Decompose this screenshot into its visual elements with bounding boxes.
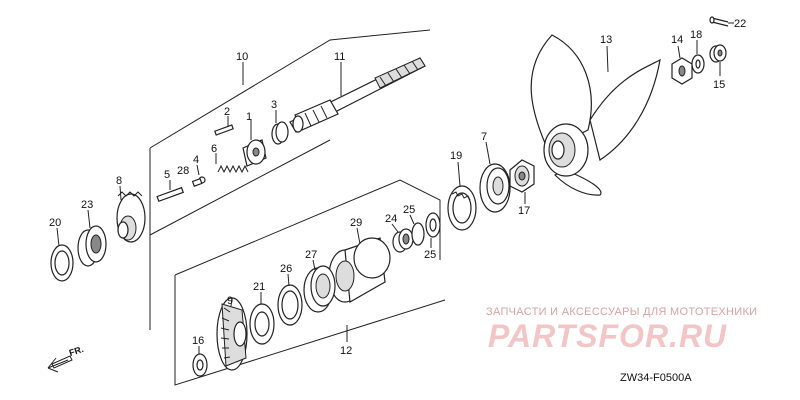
callout-18: 18 — [690, 29, 702, 41]
callout-13: 13 — [600, 34, 612, 46]
callout-14: 14 — [671, 34, 683, 46]
callout-24: 24 — [385, 213, 397, 225]
callout-21: 21 — [253, 281, 265, 293]
callout-11: 11 — [334, 51, 345, 63]
propeller-shaft — [289, 57, 426, 133]
oil-seal-a — [409, 214, 425, 246]
callout-22: 22 — [734, 18, 746, 30]
taper-roller-bearing — [77, 209, 107, 267]
assembly-10-bracket — [149, 29, 431, 330]
propeller-nut — [509, 159, 535, 204]
shim — [277, 273, 303, 326]
callout-7: 7 — [481, 131, 487, 143]
callout-28: 28 — [177, 165, 189, 177]
return-spring — [215, 153, 249, 174]
spacer — [709, 44, 727, 76]
shaft-ring — [271, 110, 289, 145]
callout-10: 10 — [236, 51, 248, 63]
callout-20: 20 — [49, 217, 61, 229]
plain-washer — [691, 40, 705, 74]
thrust-holder — [479, 141, 511, 213]
propeller — [530, 34, 661, 196]
watermark-logo: PARTSFOR.RU — [488, 318, 728, 354]
reverse-gear — [216, 297, 248, 371]
ball-bearing — [303, 259, 336, 313]
shift-slider — [156, 180, 185, 203]
small-washer — [192, 346, 208, 377]
callout-2: 2 — [224, 106, 230, 118]
callout-19: 19 — [450, 150, 462, 162]
callout-27: 27 — [305, 249, 317, 261]
callout-12: 12 — [340, 345, 352, 357]
callout-4: 4 — [193, 154, 199, 166]
callout-8: 8 — [116, 175, 122, 187]
callout-23: 23 — [81, 199, 93, 211]
clutch-pin — [214, 116, 234, 136]
callout-16: 16 — [192, 335, 204, 347]
callout-5: 5 — [164, 169, 170, 181]
oil-seal-b — [425, 212, 441, 248]
callout-29: 29 — [350, 217, 362, 229]
clutch-shifter — [242, 120, 267, 167]
callout-15: 15 — [713, 79, 725, 91]
bearing-holder — [328, 227, 391, 303]
callout-6: 6 — [211, 143, 217, 155]
callout-9: 9 — [227, 295, 233, 307]
callout-25a: 25 — [403, 204, 415, 216]
callout-1: 1 — [246, 111, 252, 123]
watermark-tagline: ЗАПЧАСТИ И АКСЕССУАРЫ ДЛЯ МОТОТЕХНИКИ — [486, 306, 758, 318]
forward-gear — [116, 185, 146, 243]
diagram-code: ZW34-F0500A — [620, 372, 692, 384]
callout-3: 3 — [271, 99, 277, 111]
needle-bearing — [391, 223, 414, 253]
front-direction-arrow — [47, 355, 73, 373]
small-pin — [191, 177, 203, 187]
hex-nut — [671, 45, 693, 85]
cotter-pin — [709, 16, 734, 27]
callout-26: 26 — [280, 263, 292, 275]
callout-25b: 25 — [424, 249, 436, 261]
spline-washer — [447, 161, 477, 231]
thrust-washer — [50, 227, 74, 282]
reverse-thrust-washer — [249, 292, 275, 345]
callout-17: 17 — [518, 205, 530, 217]
